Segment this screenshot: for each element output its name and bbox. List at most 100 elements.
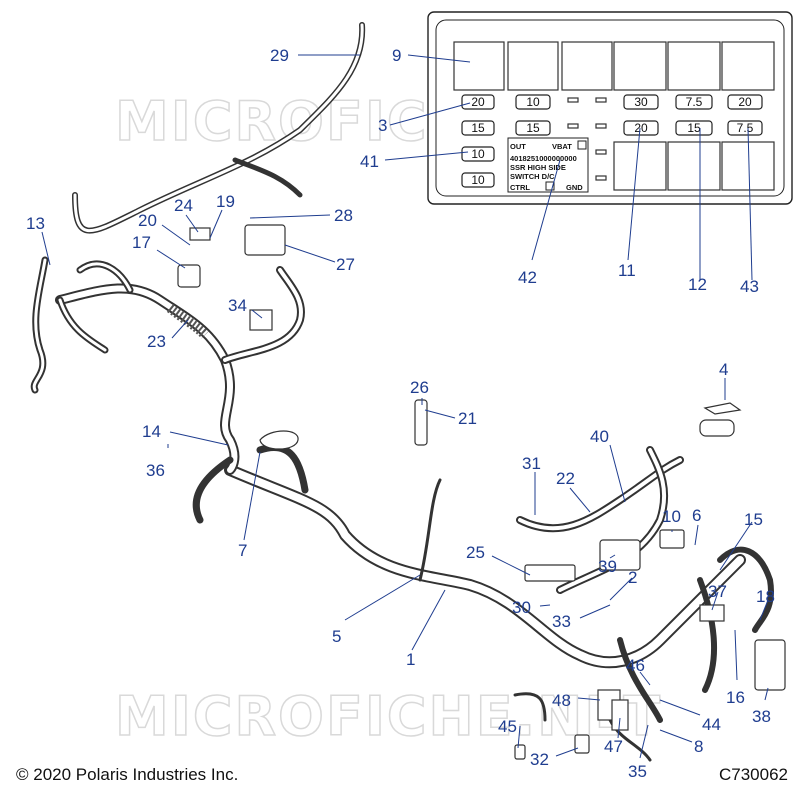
callout-2: 2 xyxy=(628,568,637,587)
callout-19: 19 xyxy=(216,192,235,211)
sensor-10 xyxy=(659,529,685,549)
fuse-30: 30 xyxy=(623,94,659,110)
callout-16: 16 xyxy=(726,688,745,707)
callout-9: 9 xyxy=(392,46,401,65)
callout-48: 48 xyxy=(552,691,571,710)
callout-45: 45 xyxy=(498,717,517,736)
relay-gnd-label: GND xyxy=(566,183,583,192)
callout-43: 43 xyxy=(740,277,759,296)
callout-24: 24 xyxy=(174,196,193,215)
relay-vbat-label: VBAT xyxy=(552,142,572,151)
bracket-34 xyxy=(249,309,273,331)
callout-13: 13 xyxy=(26,214,45,233)
callout-25: 25 xyxy=(466,543,485,562)
callout-28: 28 xyxy=(334,206,353,225)
watermark-bottom: MICROFICHE.NET xyxy=(115,685,662,748)
callout-22: 22 xyxy=(556,469,575,488)
svg-text:10: 10 xyxy=(471,147,485,161)
callout-29: 29 xyxy=(270,46,289,65)
fuse-7-5-a: 7.5 xyxy=(675,94,713,110)
fuse-20-a: 20 xyxy=(461,94,495,110)
callout-17: 17 xyxy=(132,233,151,252)
bracket-26 xyxy=(414,399,428,446)
svg-text:10: 10 xyxy=(471,173,485,187)
relay-ctrl-label: CTRL xyxy=(510,183,530,192)
leader-lines xyxy=(41,54,769,759)
callout-23: 23 xyxy=(147,332,166,351)
callout-8: 8 xyxy=(694,737,703,756)
relay-line2: SWITCH D/C xyxy=(510,172,555,181)
fuse-15-c: 15 xyxy=(675,120,713,136)
relay-line1: SSR HIGH SIDE xyxy=(510,163,566,172)
callout-41: 41 xyxy=(360,152,379,171)
callout-38: 38 xyxy=(752,707,771,726)
callout-31: 31 xyxy=(522,454,541,473)
callout-7: 7 xyxy=(238,541,247,560)
fuse-10-b: 10 xyxy=(461,146,495,162)
fuse-20-c: 20 xyxy=(623,120,659,136)
callout-33: 33 xyxy=(552,612,571,631)
figure-id: C730062 xyxy=(718,765,788,784)
svg-text:7.5: 7.5 xyxy=(737,121,754,135)
callout-18: 18 xyxy=(756,587,775,606)
connector-45 xyxy=(514,744,526,760)
callout-40: 40 xyxy=(590,427,609,446)
callout-39: 39 xyxy=(598,557,617,576)
bracket-24 xyxy=(189,227,211,241)
callout-3: 3 xyxy=(378,116,387,135)
module-4 xyxy=(699,419,735,437)
callout-4: 4 xyxy=(719,360,728,379)
fuse-15-b: 15 xyxy=(515,120,551,136)
callout-34: 34 xyxy=(228,296,247,315)
callout-44: 44 xyxy=(702,715,721,734)
callout-27: 27 xyxy=(336,255,355,274)
callout-labels: 29 9 3 41 13 24 19 20 17 28 27 34 23 42 … xyxy=(26,46,775,781)
regulator-38 xyxy=(754,639,786,691)
wire-harness-assembly xyxy=(30,22,774,762)
callout-30: 30 xyxy=(512,598,531,617)
fuse-block-25 xyxy=(524,564,576,582)
fuse-10-a: 10 xyxy=(515,94,551,110)
callout-42: 42 xyxy=(518,268,537,287)
fuse-10-c: 10 xyxy=(461,172,495,188)
bracket-37 xyxy=(699,604,725,622)
module-39 xyxy=(599,539,641,571)
svg-text:20: 20 xyxy=(738,95,752,109)
label-4 xyxy=(703,402,742,415)
relay-part-number: 4018251000000000 xyxy=(510,154,577,163)
relay-out-label: OUT xyxy=(510,142,526,151)
copyright-text: © 2020 Polaris Industries Inc. xyxy=(16,765,239,784)
callout-37: 37 xyxy=(708,582,727,601)
callout-20: 20 xyxy=(138,211,157,230)
callout-46: 46 xyxy=(626,656,645,675)
svg-text:10: 10 xyxy=(526,95,540,109)
callout-47: 47 xyxy=(604,737,623,756)
callout-12: 12 xyxy=(688,275,707,294)
svg-text:15: 15 xyxy=(526,121,540,135)
svg-text:15: 15 xyxy=(471,121,485,135)
relay-17 xyxy=(177,264,201,288)
callout-15: 15 xyxy=(744,510,763,529)
ssr-relay-block: OUT VBAT 4018251000000000 SSR HIGH SIDE … xyxy=(507,137,589,193)
callout-36: 36 xyxy=(146,461,165,480)
callout-5: 5 xyxy=(332,627,341,646)
callout-35: 35 xyxy=(628,762,647,781)
svg-text:30: 30 xyxy=(634,95,648,109)
callout-10: 10 xyxy=(662,507,681,526)
callout-21: 21 xyxy=(458,409,477,428)
component-parts xyxy=(177,224,786,760)
fuse-7-5-b: 7.5 xyxy=(727,120,763,136)
svg-text:7.5: 7.5 xyxy=(686,95,703,109)
svg-text:20: 20 xyxy=(471,95,485,109)
fuse-box: OUT VBAT 4018251000000000 SSR HIGH SIDE … xyxy=(427,11,793,205)
callout-26: 26 xyxy=(410,378,429,397)
callout-1: 1 xyxy=(406,650,415,669)
bracket-47 xyxy=(611,699,629,731)
svg-text:15: 15 xyxy=(687,121,701,135)
callout-14: 14 xyxy=(142,422,161,441)
callout-6: 6 xyxy=(692,506,701,525)
grommet-7 xyxy=(259,430,299,450)
fuse-20-b: 20 xyxy=(727,94,763,110)
clip-32 xyxy=(574,734,590,754)
